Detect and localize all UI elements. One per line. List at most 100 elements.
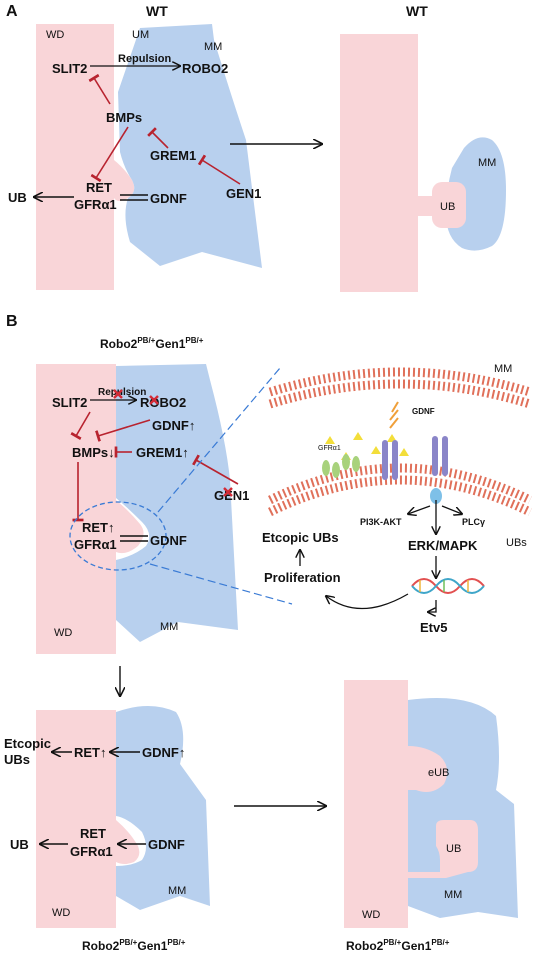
- genotype-sup-1: PB/+: [137, 336, 155, 345]
- signal-proliferation-arrow: [326, 593, 409, 610]
- panel-a-left-title: WT: [146, 3, 168, 19]
- bmps-b-label: BMPs↓: [72, 445, 115, 460]
- genotype-br-base-2: Gen1: [401, 939, 431, 953]
- ub-bl-label: UB: [10, 837, 29, 852]
- gdnf-up-bl-label: GDNF↑: [142, 745, 185, 760]
- um-label: UM: [132, 29, 149, 41]
- gfra1-receptors: [322, 454, 360, 478]
- panel-a-letter: A: [6, 3, 18, 20]
- wd-bl-label: WD: [52, 907, 70, 919]
- zoom-ellipse: [69, 501, 167, 571]
- zoom-connector-bottom: [149, 563, 293, 605]
- repulsion-label: Repulsion: [118, 53, 171, 65]
- ub-right-label: UB: [440, 201, 455, 213]
- upper-membrane-outer: [268, 367, 532, 397]
- panel-b-letter: B: [6, 313, 18, 330]
- ub-br: [408, 820, 478, 878]
- metanephric-mesenchyme-b: [116, 364, 238, 642]
- mm-b-label: MM: [160, 621, 178, 633]
- upper-membrane-inner: [268, 379, 532, 409]
- ectopic-line2-label: UBs: [4, 752, 30, 767]
- mm-bl-label: MM: [168, 885, 186, 897]
- wolffian-duct-right: [340, 34, 418, 292]
- gfra1-b-label: GFRα1: [74, 537, 117, 552]
- gdnf-label: GDNF: [150, 191, 187, 206]
- robo2-b-label: ROBO2: [140, 395, 186, 410]
- genotype-bottom-right: Robo2PB/+Gen1PB/+: [346, 938, 450, 953]
- robo2-label: ROBO2: [182, 61, 228, 76]
- gfra1-bl-label: GFRα1: [70, 844, 113, 859]
- genotype-br-sup-2: PB/+: [431, 938, 449, 947]
- gdnf-up-b-label: GDNF↑: [152, 418, 195, 433]
- genotype-br-sup-1: PB/+: [383, 938, 401, 947]
- ub-label: UB: [8, 190, 27, 205]
- ret-label: RET: [86, 180, 112, 195]
- genotype-br-base-1: Robo2: [346, 939, 384, 953]
- wolffian-duct-bl: [36, 710, 116, 928]
- wolffian-duct-b: [36, 364, 116, 654]
- metanephric-mesenchyme-br: [408, 698, 518, 918]
- ret-up-b-label: RET↑: [82, 520, 115, 535]
- gdnf-bl-label: GDNF: [148, 837, 185, 852]
- ret-pi3k-arrow: [408, 505, 431, 514]
- erk-label: ERK/MAPK: [408, 538, 478, 553]
- zoom-connector-top: [157, 367, 281, 513]
- slit2-label: SLIT2: [52, 61, 87, 76]
- ub-br-label: UB: [446, 843, 461, 855]
- ureteric-bud-bulge-bl: [116, 820, 140, 864]
- metanephric-mesenchyme: [118, 24, 262, 268]
- mm-label: MM: [204, 41, 222, 53]
- eub-label: eUB: [428, 767, 449, 779]
- genotype-sup-2: PB/+: [185, 336, 203, 345]
- grem1-label: GREM1: [150, 148, 196, 163]
- panel-b: B Robo2PB/+Gen1PB/+ SLIT2 Repulsion ROBO…: [4, 313, 532, 953]
- dna-icon: [411, 578, 485, 594]
- ret-plc-arrow: [441, 505, 462, 514]
- gen1-grem1-b-inhibition: [192, 454, 239, 485]
- grem1-slit2-b-inhibition: [95, 419, 151, 442]
- wd-br-label: WD: [362, 909, 380, 921]
- mm-right-label: MM: [478, 157, 496, 169]
- repulsion-blocked-x: [113, 389, 123, 399]
- ret-bl-label: RET: [80, 826, 106, 841]
- gen1-label: GEN1: [226, 186, 261, 201]
- wolffian-duct: [36, 24, 114, 290]
- zoom-mm-label: MM: [494, 363, 512, 375]
- genotype-base-1: Robo2: [100, 337, 138, 351]
- wd-label: WD: [46, 29, 64, 41]
- genotype-bottom-left: Robo2PB/+Gen1PB/+: [82, 938, 186, 953]
- pi3k-label: PI3K-AKT: [360, 517, 402, 527]
- gdnf-release-icon: [389, 401, 399, 429]
- gdnf-b-label: GDNF: [150, 533, 187, 548]
- plc-label: PLCγ: [462, 517, 485, 527]
- genotype-base-2: Gen1: [155, 337, 185, 351]
- wd-b-label: WD: [54, 627, 72, 639]
- gen1-mutant-x: [223, 487, 233, 497]
- panel-a-right-title: WT: [406, 3, 428, 19]
- metanephric-mesenchyme-bl: [116, 706, 210, 910]
- ret-receptors: [382, 436, 448, 504]
- genotype-top: Robo2PB/+Gen1PB/+: [100, 336, 204, 351]
- zoom-ubs-label: UBs: [506, 537, 527, 549]
- mm-br-label: MM: [444, 889, 462, 901]
- genotype-bl-base-2: Gen1: [137, 939, 167, 953]
- slit2-bmps-b-inhibition: [70, 411, 91, 440]
- robo2-mutant-x: [149, 395, 159, 405]
- panel-a: A WT WT WD UM MM SLIT2 Repulsion ROBO2 B…: [6, 3, 506, 292]
- ureteric-bud-bulge-b: [116, 500, 144, 554]
- bmps-label: BMPs: [106, 110, 142, 125]
- lower-membrane-inner: [268, 475, 532, 517]
- genotype-bl-base-1: Robo2: [82, 939, 120, 953]
- proliferation-label: Proliferation: [264, 570, 341, 585]
- lower-membrane-outer: [268, 463, 532, 505]
- repulsion-b-label: Repulsion: [98, 387, 146, 398]
- ret-up-bl-label: RET↑: [74, 745, 107, 760]
- bmps-ret-inhibition: [90, 126, 129, 183]
- ureteric-bud-bulge: [114, 160, 135, 201]
- gfra1-label: GFRα1: [74, 197, 117, 212]
- etv5-label: Etv5: [420, 620, 447, 635]
- slit2-bmps-inhibition: [88, 73, 111, 105]
- dna-etv5-arrow: [428, 600, 437, 612]
- gen1-grem1-inhibition: [197, 154, 241, 185]
